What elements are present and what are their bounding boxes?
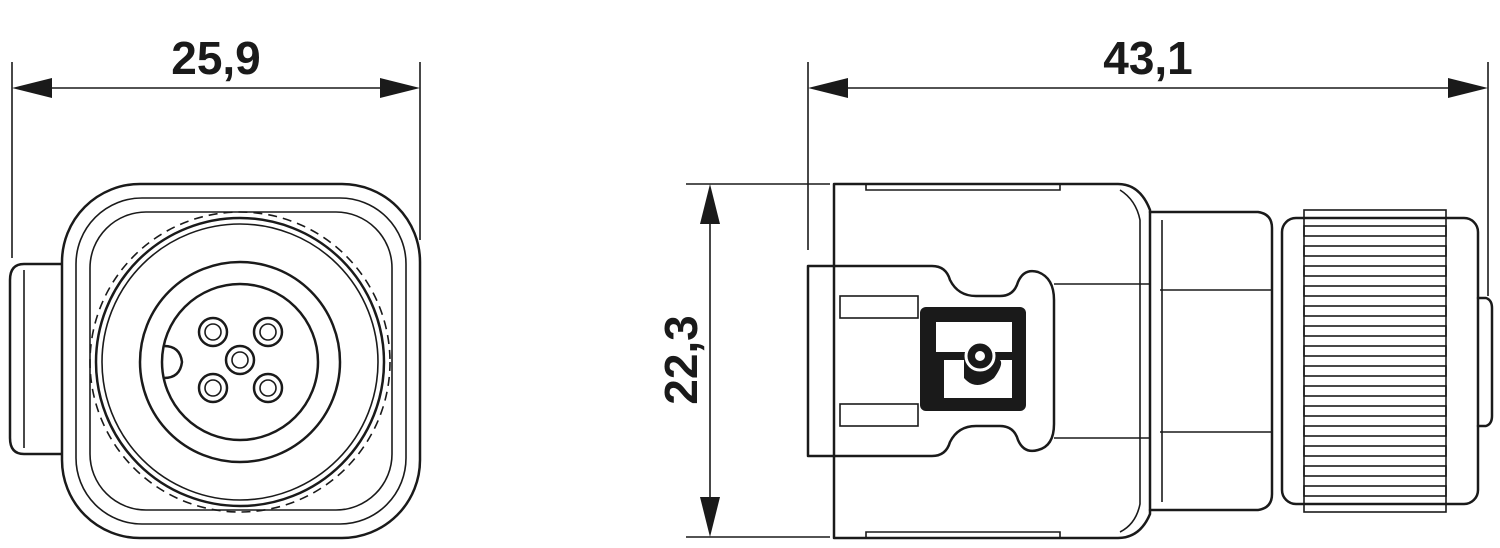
contact-pins [197,316,284,404]
side-length-label: 43,1 [1103,32,1193,84]
front-width-dimension: 25,9 [11,32,421,258]
height-label: 22,3 [655,315,707,405]
side-length-dimension: 43,1 [807,32,1489,296]
connector-front-view [8,182,422,540]
knurling-ribs [1303,225,1447,497]
front-width-label: 25,9 [171,32,261,84]
connector-side-view [806,182,1494,540]
height-dimension: 22,3 [655,183,830,538]
phoenix-contact-logo-icon [920,307,1026,411]
